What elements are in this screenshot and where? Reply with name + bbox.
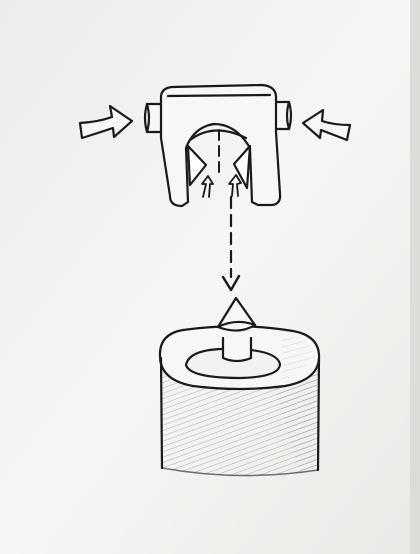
paper-right-edge	[410, 0, 420, 554]
